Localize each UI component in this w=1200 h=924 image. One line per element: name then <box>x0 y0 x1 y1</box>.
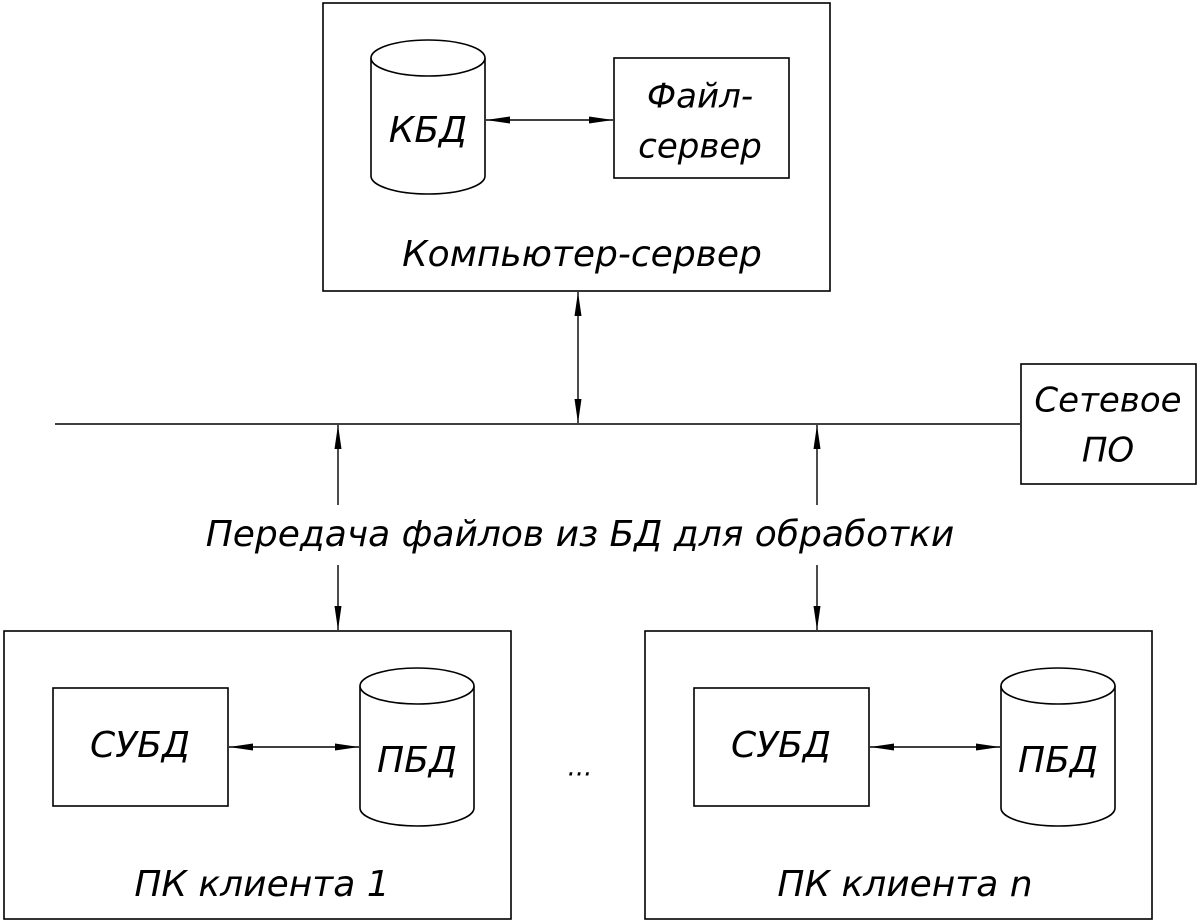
server-db-label: КБД <box>389 110 467 151</box>
client1-db-cylinder: ПБД <box>359 667 475 827</box>
client-n: СУБД ПБД ПК клиента n <box>644 630 1153 920</box>
transfer-label: Передача файлов из БД для обработки <box>206 514 955 555</box>
clients-ellipsis: ... <box>568 753 593 783</box>
clientn-label: ПК клиента n <box>777 864 1032 905</box>
client1-label: ПК клиента 1 <box>134 864 389 905</box>
client-1: СУБД ПБД ПК клиента 1 <box>3 630 512 920</box>
client1-db-label: ПБД <box>377 740 457 781</box>
client1-dbms-label: СУБД <box>90 725 190 766</box>
file-server-label-line2: сервер <box>638 127 762 167</box>
server-computer: КБД Файл- сервер Компьютер-сервер <box>322 2 831 292</box>
network-software-box <box>1020 363 1197 485</box>
client1-dbms-box <box>52 687 229 807</box>
server-db-cylinder: КБД <box>370 39 486 195</box>
clientn-dbms-box <box>693 687 870 807</box>
clientn-dbms-label: СУБД <box>731 725 831 766</box>
file-server-box <box>613 57 790 179</box>
clientn-db-label: ПБД <box>1018 740 1098 781</box>
network-software: Сетевое ПО <box>1020 363 1197 485</box>
clientn-db-cylinder: ПБД <box>1000 667 1116 827</box>
file-server-label-line1: Файл- <box>647 77 753 117</box>
server-computer-label: Компьютер-сервер <box>402 234 762 275</box>
network-software-label-line2: ПО <box>1082 431 1134 471</box>
network-software-label-line1: Сетевое <box>1034 381 1181 421</box>
